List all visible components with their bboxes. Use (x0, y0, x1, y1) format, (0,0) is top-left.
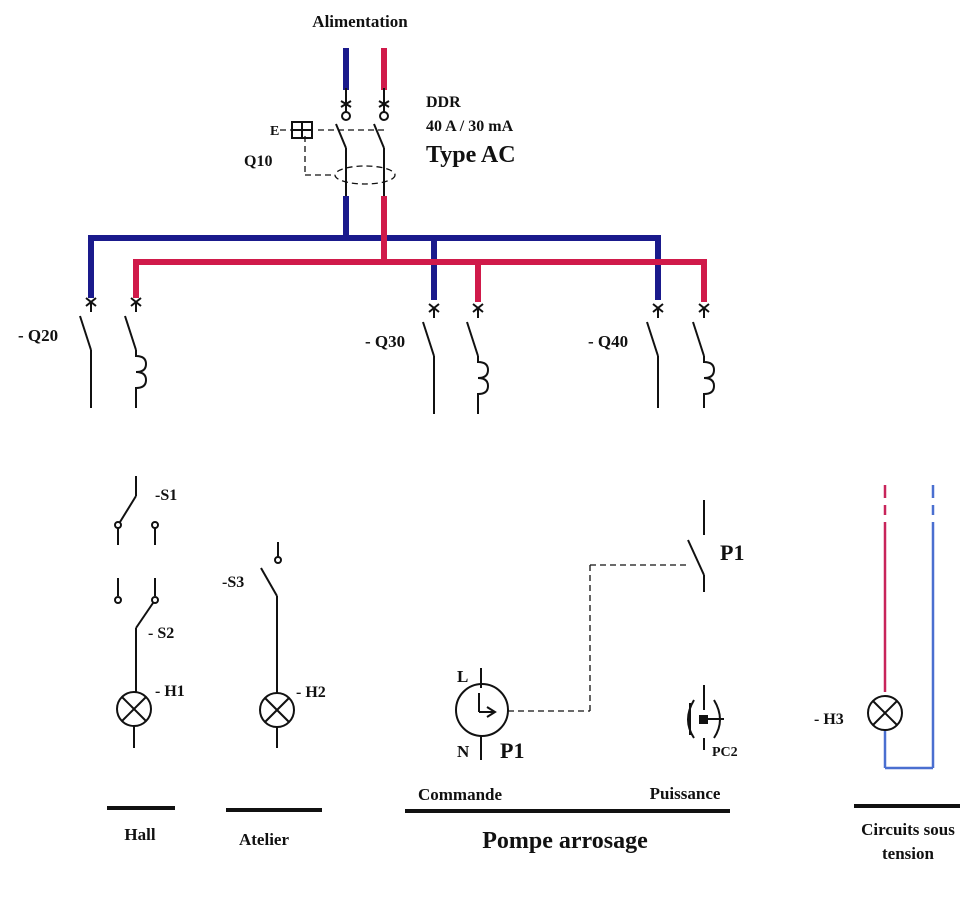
contact-p1-label: P1 (720, 540, 744, 565)
supply-label: Alimentation (312, 12, 408, 31)
breaker-q30-symbol (422, 303, 490, 414)
ddr-rating-label: 40 A / 30 mA (426, 118, 514, 135)
ddr-name-label: DDR (426, 94, 461, 111)
circuit-puissance-label: Puissance (650, 784, 721, 803)
breaker-q30-label: - Q30 (365, 332, 405, 351)
timer-l-label: L (457, 667, 468, 686)
lamp-h1-symbol (116, 691, 152, 748)
timer-p1-symbol (455, 668, 509, 760)
contact-p1-symbol (687, 500, 705, 592)
ddr-test-mark: E (270, 124, 279, 139)
switch-s1-label: -S1 (155, 487, 177, 504)
circuit-live-label-line2: tension (882, 844, 935, 863)
switch-s3-label: -S3 (222, 574, 244, 591)
circuit-atelier-label: Atelier (239, 830, 289, 849)
circuit-hall-label: Hall (124, 825, 155, 844)
timer-n-label: N (457, 742, 470, 761)
lamp-h1-label: - H1 (155, 683, 185, 700)
phase-busbar (133, 196, 707, 302)
lamp-h3-symbol (867, 695, 903, 731)
lamp-h3-label: - H3 (814, 711, 844, 728)
socket-pc2-symbol (687, 685, 724, 750)
breaker-q40-symbol (646, 303, 716, 408)
neutral-busbar (88, 196, 661, 300)
timer-p1-label: P1 (500, 738, 524, 763)
switch-s2-label: - S2 (148, 625, 174, 642)
lamp-h2-symbol (259, 673, 295, 748)
switch-s1-symbol (114, 476, 159, 545)
live-circuit-wires (883, 485, 935, 770)
breaker-q20-label: - Q20 (18, 326, 58, 345)
ddr-type-label: Type AC (426, 142, 516, 168)
ddr-q10-symbol (280, 88, 396, 198)
lamp-h2-label: - H2 (296, 684, 326, 701)
circuit-live-label-line1: Circuits sous (861, 820, 955, 839)
circuit-pompe-label: Pompe arrosage (482, 828, 648, 854)
switch-s2-symbol (114, 578, 159, 692)
switch-s3-symbol (260, 542, 282, 673)
supply-wires (343, 48, 387, 90)
breaker-q40-label: - Q40 (588, 332, 628, 351)
ddr-ref-label: Q10 (244, 153, 272, 170)
circuit-commande-label: Commande (418, 785, 503, 804)
breaker-q20-symbol (79, 297, 148, 408)
socket-pc2-label: PC2 (712, 745, 738, 760)
mechanical-link (508, 564, 690, 712)
